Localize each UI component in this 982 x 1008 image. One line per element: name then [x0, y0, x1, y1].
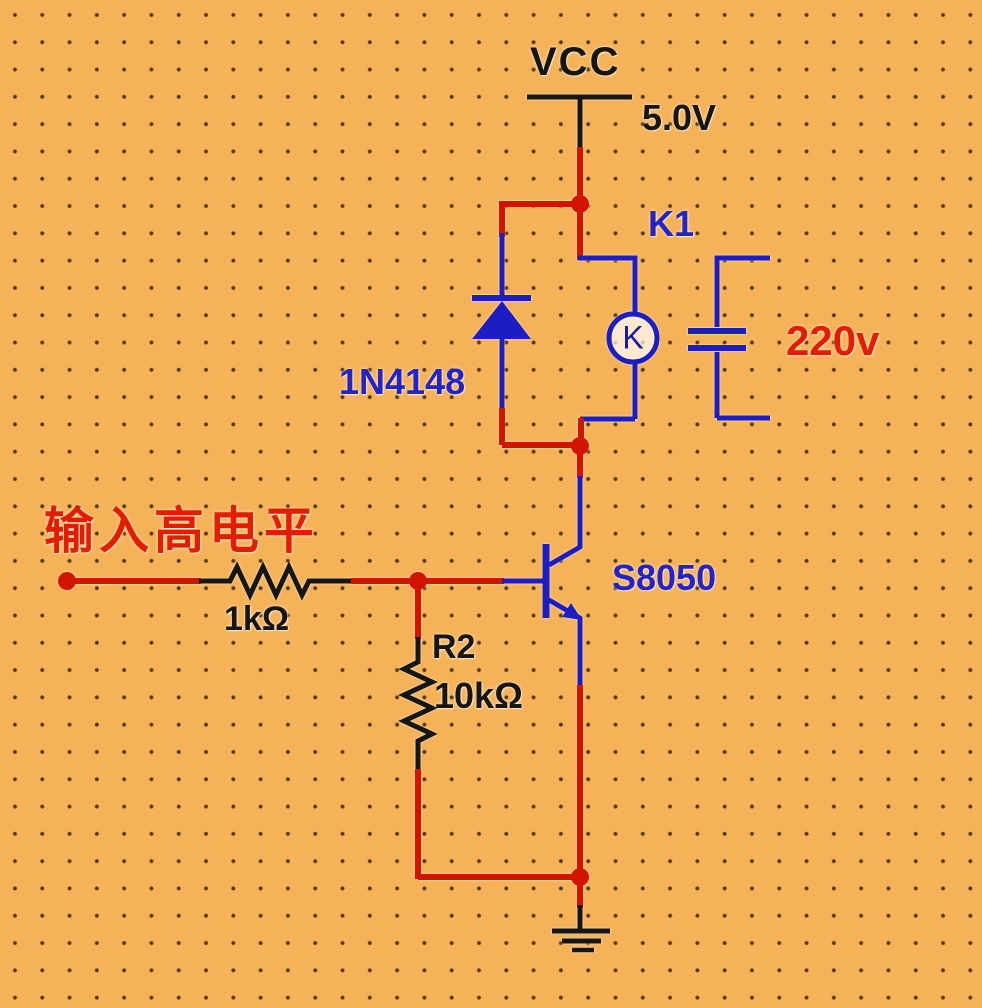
emitter-arrow [562, 603, 582, 620]
relay-coil [577, 204, 660, 448]
relay-name-label: K1 [648, 203, 695, 244]
pulldown-resistor-branch [398, 581, 580, 880]
relay-coil-letter: K [622, 319, 644, 356]
diode-part-label: 1N4148 [339, 361, 466, 402]
r2-value-label: 10kΩ [434, 675, 523, 716]
ground-symbol [552, 877, 610, 953]
relay-contact [688, 255, 770, 421]
r1-value-label: 1kΩ [224, 600, 290, 638]
input-signal-label: 输入高电平 [44, 503, 319, 559]
vcc-label: VCC [530, 40, 621, 84]
r2-name-label: R2 [432, 628, 476, 666]
flyback-diode [472, 201, 580, 448]
resistor-r2-zigzag [398, 637, 438, 771]
input-branch [58, 561, 546, 601]
power-rail-symbol [527, 94, 632, 150]
diode-triangle [472, 301, 531, 339]
contact-voltage-label: 220v [786, 317, 880, 364]
resistor-1k-zigzag [199, 561, 352, 601]
npn-transistor [542, 446, 583, 879]
transistor-part-label: S8050 [612, 557, 717, 598]
supply-voltage-label: 5.0V [642, 97, 717, 138]
